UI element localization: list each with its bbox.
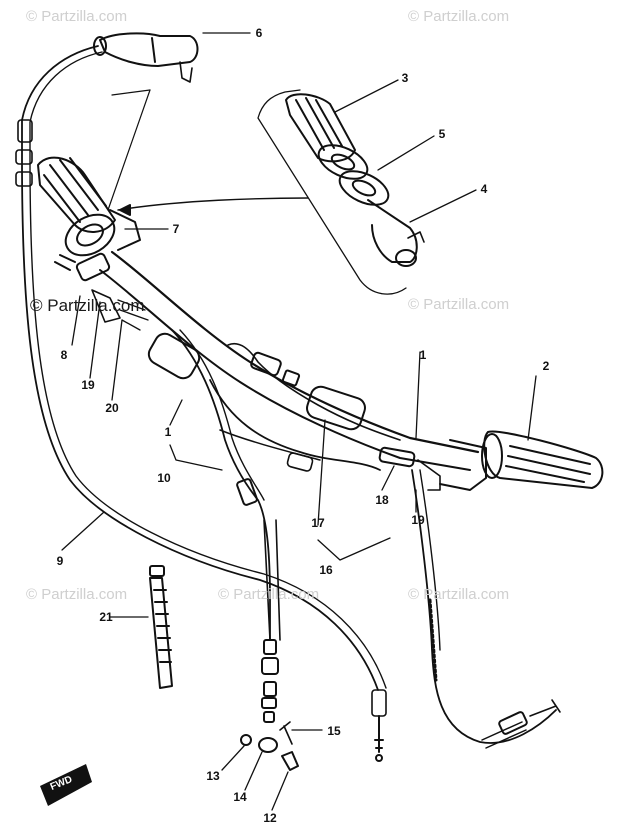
watermark: © Partzilla.com bbox=[26, 586, 128, 603]
cable-tie bbox=[149, 565, 173, 689]
callout-9: 9 bbox=[56, 554, 64, 568]
callout-13: 13 bbox=[206, 769, 220, 783]
throttle-housing bbox=[93, 32, 199, 83]
center-cable bbox=[227, 343, 401, 441]
right-grip bbox=[378, 430, 604, 491]
watermark: © Partzilla.com bbox=[30, 296, 145, 315]
callout-6: 6 bbox=[255, 26, 263, 40]
handlebar-tube bbox=[110, 250, 480, 454]
callout-3: 3 bbox=[401, 71, 409, 85]
callout-21: 21 bbox=[99, 610, 113, 624]
callout-14: 14 bbox=[233, 790, 247, 804]
brake-cable bbox=[411, 469, 557, 744]
callout-5: 5 bbox=[438, 127, 446, 141]
adjuster bbox=[258, 737, 278, 753]
callout-7: 7 bbox=[172, 222, 180, 236]
clutch-cable bbox=[171, 329, 271, 641]
pin bbox=[279, 721, 293, 745]
callout-2: 2 bbox=[542, 359, 550, 373]
watermark: © Partzilla.com bbox=[218, 586, 320, 603]
throttle-cable bbox=[21, 45, 379, 691]
watermark: © Partzilla.com bbox=[408, 296, 510, 313]
watermark: © Partzilla.com bbox=[408, 8, 510, 25]
handlebar-center bbox=[209, 379, 381, 471]
exploded-grip-detail bbox=[285, 93, 425, 267]
watermark: © Partzilla.com bbox=[408, 586, 510, 603]
callout-8: 8 bbox=[60, 348, 68, 362]
nut bbox=[240, 734, 252, 746]
callout-17: 17 bbox=[311, 516, 325, 530]
callout-1: 1 bbox=[164, 425, 172, 439]
left-grip bbox=[37, 156, 116, 233]
callout-15: 15 bbox=[327, 724, 341, 738]
callout-16: 16 bbox=[319, 563, 333, 577]
callout-19: 19 bbox=[81, 378, 95, 392]
callout-1: 1 bbox=[419, 348, 427, 362]
callout-4: 4 bbox=[480, 182, 488, 196]
detail-box bbox=[257, 89, 407, 295]
fwd-arrow-badge bbox=[40, 764, 92, 806]
callout-18: 18 bbox=[375, 493, 389, 507]
callout-10: 10 bbox=[157, 471, 171, 485]
callout-20: 20 bbox=[105, 401, 119, 415]
bolt bbox=[281, 751, 299, 771]
handlebar-tube-lower bbox=[99, 269, 471, 471]
left-lever-housing bbox=[54, 209, 149, 331]
callout-19: 19 bbox=[411, 513, 425, 527]
watermark: © Partzilla.com bbox=[26, 8, 128, 25]
callout-12: 12 bbox=[263, 811, 277, 825]
